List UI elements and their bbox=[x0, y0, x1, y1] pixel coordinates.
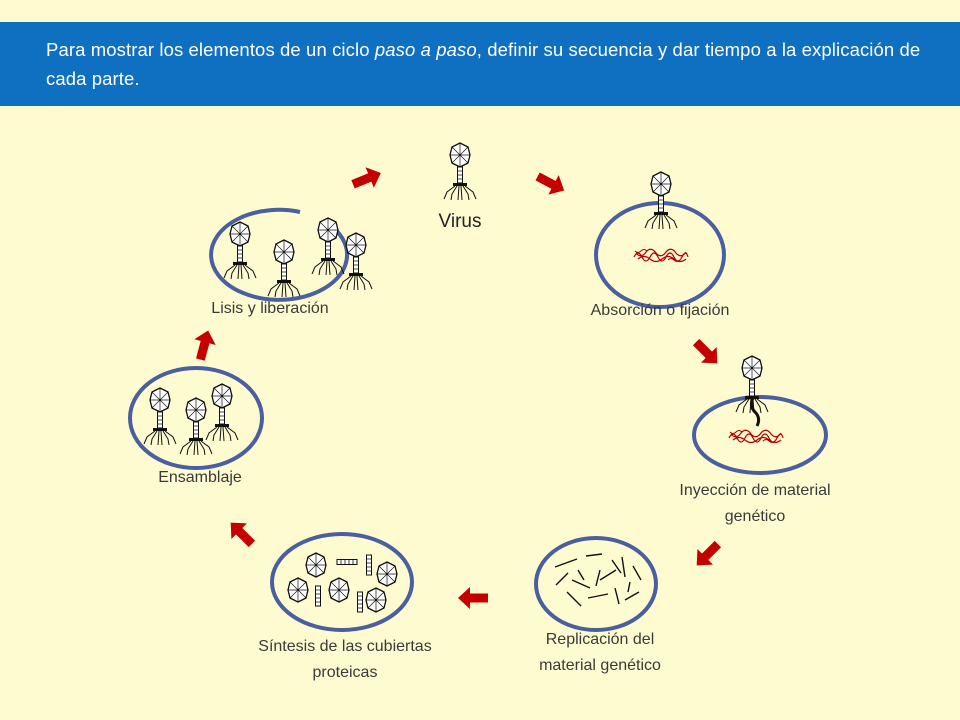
absorption-label: Absorción o fijación bbox=[590, 302, 730, 319]
assembled-phage-icon bbox=[205, 383, 239, 442]
dna-icon bbox=[633, 248, 689, 263]
lysis-cell bbox=[209, 207, 373, 302]
cycle-arrow-icon bbox=[222, 514, 260, 552]
released-phage-icon bbox=[311, 217, 345, 276]
cycle-arrow-icon bbox=[458, 587, 488, 609]
attached-phage-icon bbox=[644, 171, 678, 230]
replicated-dna-fragments bbox=[554, 553, 642, 607]
synthesis-label: Síntesis de las cubiertas proteicas bbox=[225, 634, 465, 686]
tail-sheath-icon bbox=[357, 591, 363, 613]
cycle-arrow-icon bbox=[189, 327, 219, 363]
capsid-head-icon bbox=[305, 552, 327, 578]
virus-label: Virus bbox=[438, 211, 482, 232]
capsid-head-icon bbox=[287, 577, 309, 603]
cycle-arrow-icon bbox=[348, 162, 385, 195]
cycle-arrow-icon bbox=[688, 334, 726, 372]
synthesis-label-line2: proteicas bbox=[312, 664, 378, 681]
synthesis-cell bbox=[270, 532, 414, 632]
capsid-head-icon bbox=[328, 577, 350, 603]
tail-sheath-icon bbox=[366, 554, 372, 576]
capsid-head-icon bbox=[365, 587, 387, 613]
instruction-text-end: , definir su secuencia y dar tiempo a la… bbox=[46, 39, 921, 89]
injection-cell bbox=[692, 355, 828, 475]
instruction-text-emphasis: paso a paso bbox=[374, 39, 477, 60]
instruction-banner: Para mostrar los elementos de un ciclo p… bbox=[0, 22, 960, 106]
virus-phage-icon bbox=[443, 142, 477, 201]
tail-sheath-icon bbox=[336, 559, 358, 565]
ruptured-cell-wall bbox=[209, 207, 350, 302]
injection-label-line2: genético bbox=[724, 508, 786, 525]
injected-dna-strand bbox=[749, 397, 761, 427]
replication-label-line2: material genético bbox=[539, 657, 661, 674]
absorption-cell bbox=[594, 171, 726, 309]
released-phage-icon bbox=[223, 221, 257, 280]
released-phage-icon bbox=[267, 239, 301, 298]
assembly-label: Ensamblaje bbox=[158, 469, 242, 486]
assembly-cell bbox=[128, 366, 264, 470]
assembled-phage-icon bbox=[143, 387, 177, 446]
tail-sheath-icon bbox=[315, 585, 321, 607]
replication-cell bbox=[534, 536, 658, 632]
synthesis-label-line1: Síntesis de las cubiertas bbox=[258, 638, 432, 655]
instruction-text: Para mostrar los elementos de un ciclo p… bbox=[46, 35, 936, 93]
injection-label: Inyección de material genético bbox=[640, 478, 870, 530]
assembled-phage-icon bbox=[179, 397, 213, 456]
dna-icon bbox=[728, 429, 784, 444]
capsid-head-icon bbox=[376, 561, 398, 587]
lysis-label: Lisis y liberación bbox=[211, 300, 329, 317]
replication-label-line1: Replicación del bbox=[545, 631, 655, 648]
instruction-text-start: Para mostrar los elementos de un ciclo bbox=[46, 39, 375, 60]
cycle-arrow-icon bbox=[532, 166, 570, 201]
cycle-arrow-icon bbox=[688, 536, 726, 574]
replication-label: Replicación del material genético bbox=[500, 627, 700, 679]
injection-label-line1: Inyección de material bbox=[679, 482, 831, 499]
